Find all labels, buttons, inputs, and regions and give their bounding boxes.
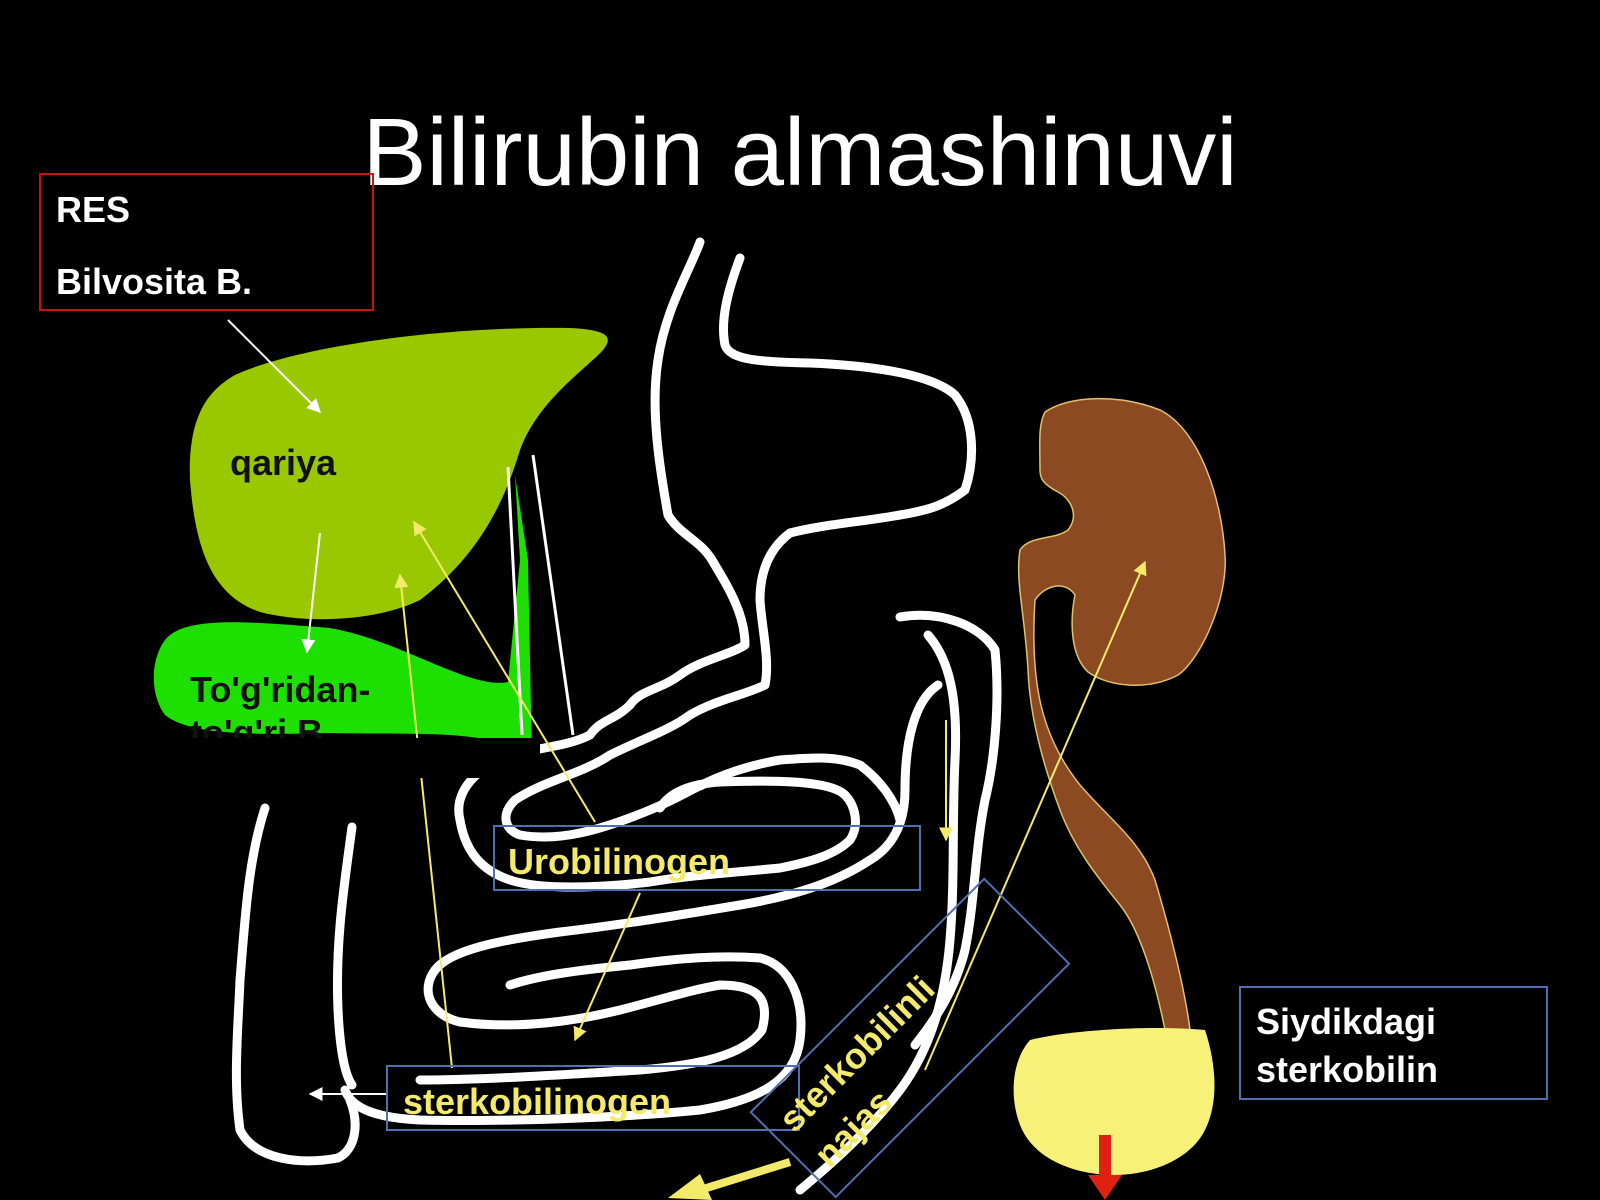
urobilinogen-to-sterkobilinogen-arrow: [573, 892, 641, 1042]
small-intestine-loop: [340, 952, 806, 1126]
blood-to-kidney-arrow: [924, 560, 1147, 1071]
sterkobilinogen-label: sterkobilinogen: [403, 1081, 671, 1122]
sterkobilinogen-box: sterkobilinogen: [386, 1065, 800, 1131]
gallbladder-label-1: To'g'ridan-: [190, 669, 370, 710]
gallbladder-shape: [153, 475, 532, 760]
urobilinogen-to-liver-arrow: [413, 520, 596, 823]
liver-label: qariya: [230, 442, 337, 483]
siydik-label-1: Siydikdagi: [1256, 1001, 1436, 1042]
descending-colon: [795, 630, 961, 1195]
colon-loop: [895, 610, 1002, 1050]
feces-out-arrow: [668, 1158, 792, 1200]
bile-duct-line: [531, 454, 575, 736]
gallbladder-label-mask: [160, 738, 540, 778]
res-to-liver-arrow: [227, 319, 321, 413]
rectum-outline-left: [231, 803, 360, 1166]
liver-to-duct-arrow: [301, 532, 321, 654]
sterkobilinogen-to-liver-arrow: [394, 573, 453, 1069]
urine-out-arrow: [1088, 1135, 1122, 1200]
bladder-shape: [1013, 1028, 1215, 1175]
transverse-colon: [415, 680, 943, 1085]
siydikdagi-box: Siydikdagi sterkobilin: [1239, 986, 1548, 1100]
res-label: RES: [56, 189, 130, 230]
bilvosita-label: Bilvosita B.: [56, 261, 252, 302]
urobilinogen-box: Urobilinogen: [493, 825, 921, 891]
urobilinogen-label: Urobilinogen: [508, 841, 730, 882]
res-box: RES Bilvosita B.: [39, 173, 374, 311]
siydik-label-2: sterkobilin: [1256, 1049, 1438, 1090]
page-title: Bilirubin almashinuvi: [362, 99, 1237, 206]
kidney-shape: [1017, 397, 1226, 1031]
rectum-outline-right: [332, 822, 357, 1090]
duodenum-outline-right: [501, 253, 976, 842]
liver-shape: [189, 327, 608, 620]
bile-duct-line: [506, 466, 524, 736]
